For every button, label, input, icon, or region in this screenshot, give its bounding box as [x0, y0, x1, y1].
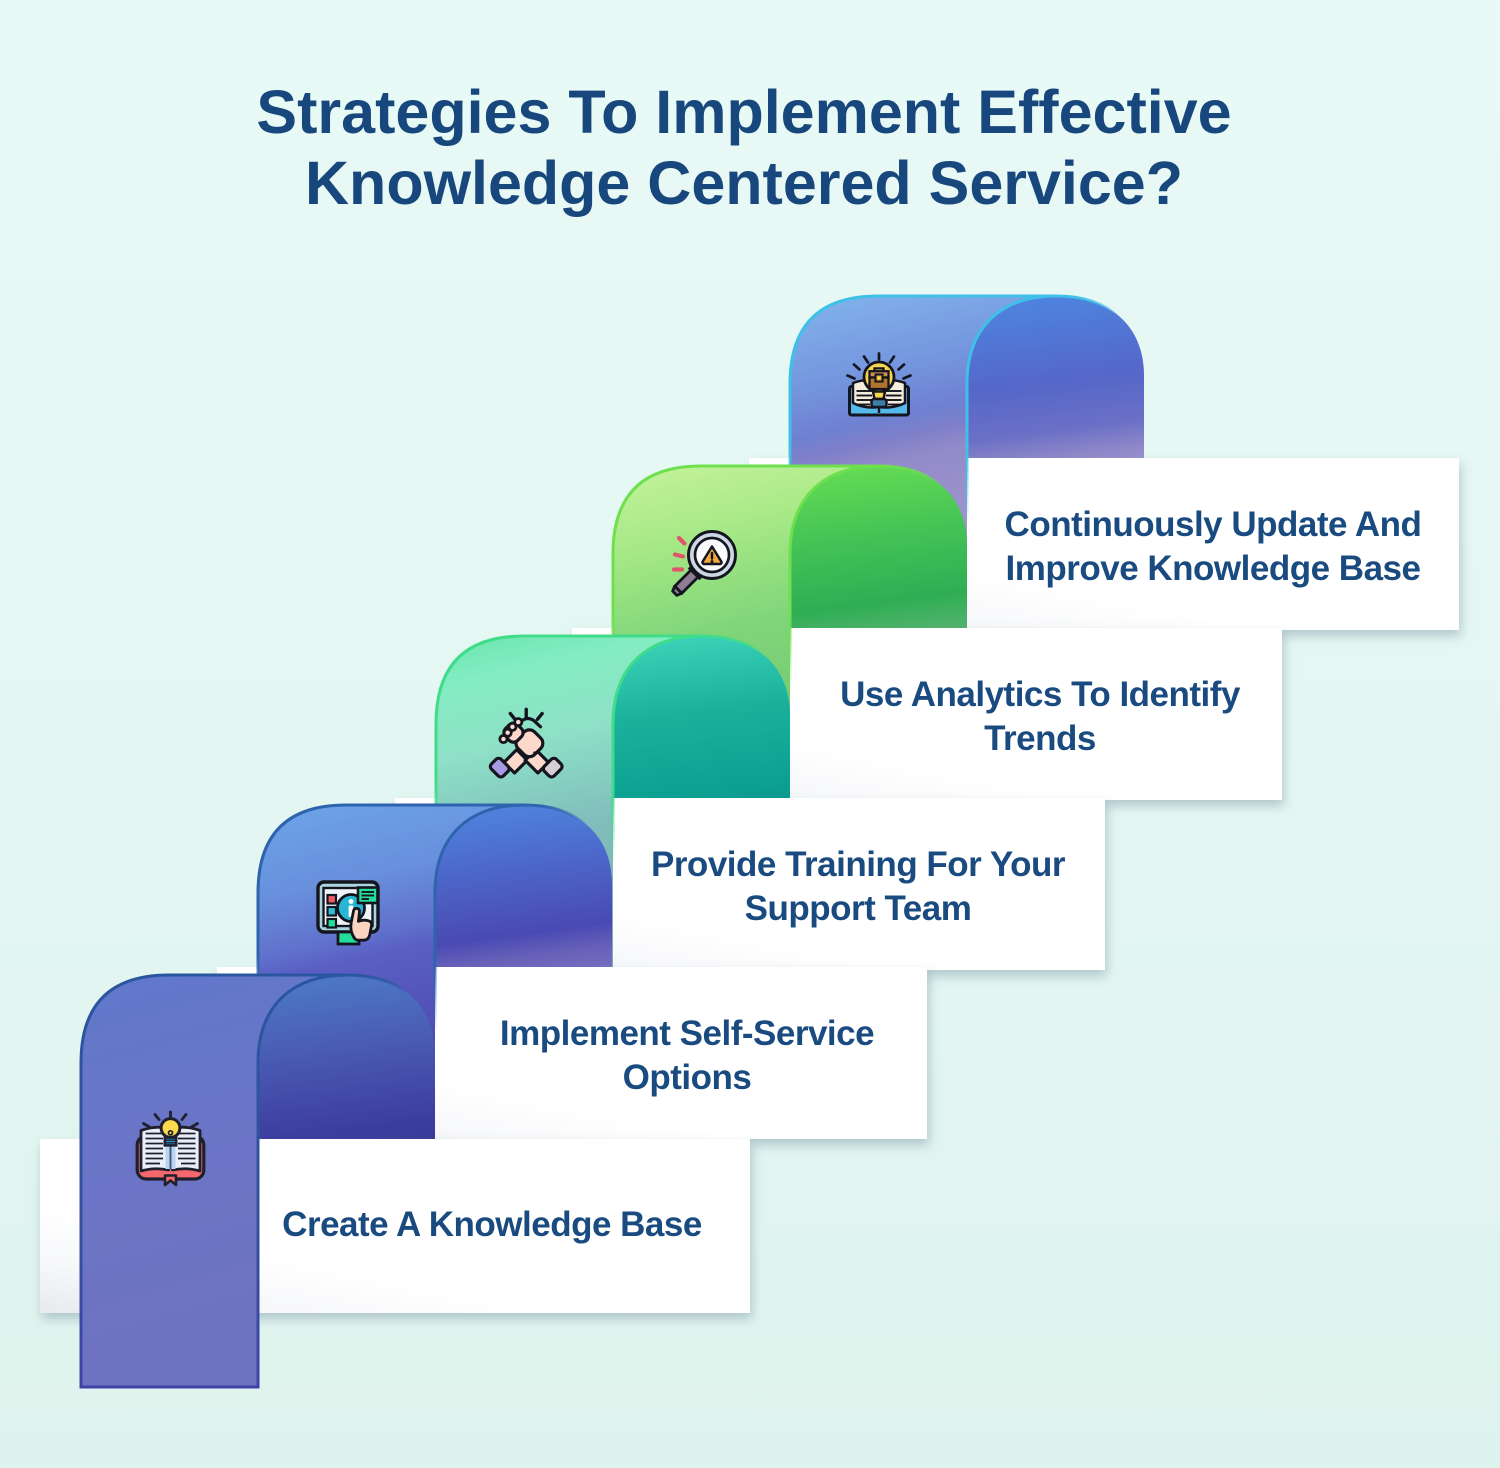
svg-text:Provide Training For Your: Provide Training For Your [651, 845, 1066, 884]
svg-text:Continuously Update And: Continuously Update And [1005, 505, 1422, 544]
svg-text:Improve Knowledge Base: Improve Knowledge Base [1006, 549, 1421, 588]
svg-text:Use Analytics To Identify: Use Analytics To Identify [840, 675, 1241, 714]
svg-text:Create A Knowledge Base: Create A Knowledge Base [282, 1205, 702, 1244]
svg-text:Support Team: Support Team [745, 889, 972, 928]
svg-text:Strategies To Implement Effect: Strategies To Implement Effective [256, 78, 1231, 146]
svg-text:Implement Self-Service: Implement Self-Service [500, 1014, 874, 1053]
svg-text:Knowledge Centered Service?: Knowledge Centered Service? [305, 149, 1183, 217]
svg-text:Trends: Trends [984, 719, 1096, 758]
svg-text:Options: Options [623, 1058, 752, 1097]
